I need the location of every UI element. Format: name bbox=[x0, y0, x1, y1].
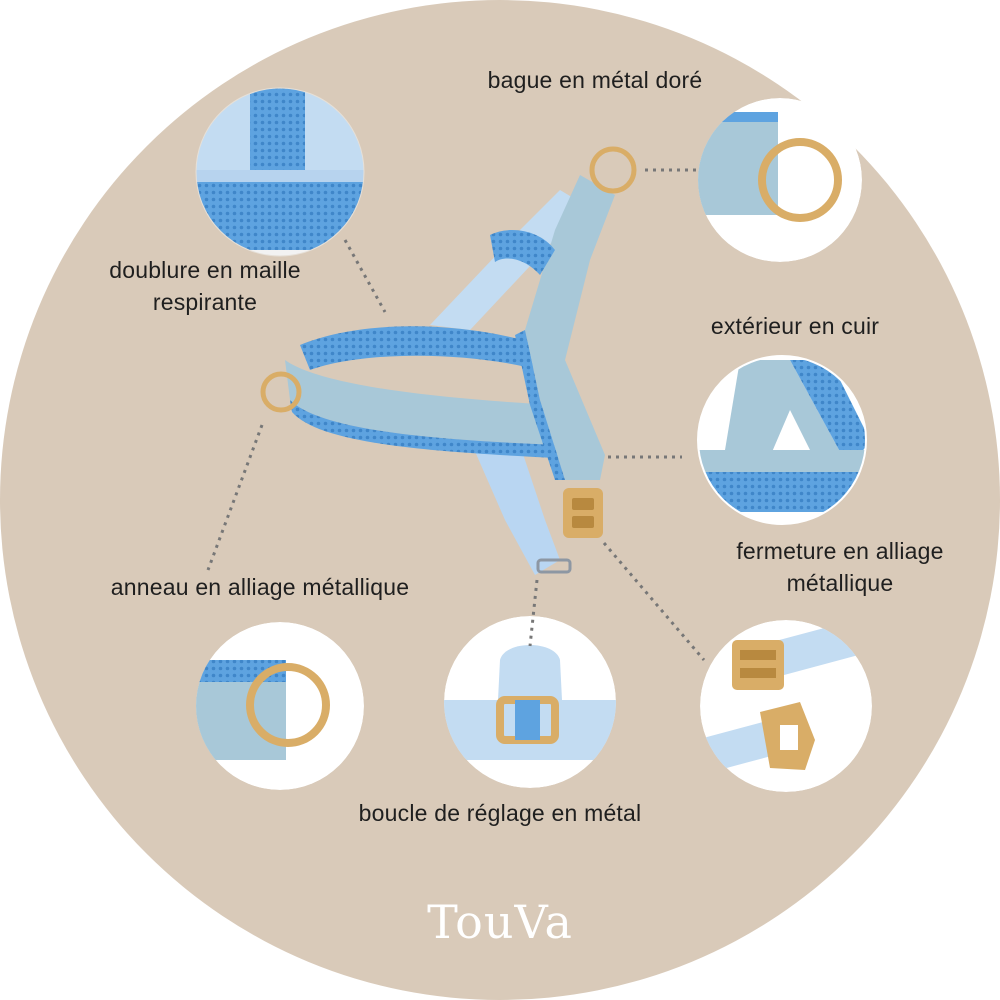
leather-exterior-detail-icon bbox=[698, 356, 866, 524]
dog-harness-icon bbox=[260, 146, 637, 575]
label-clasp-line1: fermeture en alliage bbox=[736, 538, 944, 564]
leader-line-d-ring bbox=[206, 424, 264, 571]
leader-lines bbox=[206, 168, 706, 661]
label-mesh-lining: doublure en maille respirante bbox=[60, 254, 350, 318]
label-leather-text: extérieur en cuir bbox=[710, 313, 880, 339]
label-gold-ring: bague en métal doré bbox=[440, 64, 750, 96]
leader-line-adjust bbox=[528, 579, 539, 647]
label-mesh-line1: doublure en maille bbox=[109, 257, 301, 283]
label-adjust-buckle: boucle de réglage en métal bbox=[300, 797, 700, 829]
leader-line-clasp bbox=[602, 542, 706, 661]
label-metal-clasp: fermeture en alliage métallique bbox=[690, 535, 990, 599]
adjust-buckle-detail-icon bbox=[444, 616, 616, 788]
label-mesh-line2: respirante bbox=[152, 289, 258, 315]
d-ring-detail-icon bbox=[196, 622, 364, 790]
mesh-lining-detail-icon bbox=[196, 88, 364, 256]
brand-logo: TouVa bbox=[427, 895, 573, 949]
label-d-ring-text: anneau en alliage métallique bbox=[110, 574, 410, 600]
label-clasp-line2: métallique bbox=[786, 570, 894, 596]
label-adjust-text: boucle de réglage en métal bbox=[358, 800, 642, 826]
gold-ring-detail-icon bbox=[698, 98, 862, 262]
leader-line-mesh bbox=[343, 239, 387, 313]
label-d-ring: anneau en alliage métallique bbox=[55, 571, 465, 603]
label-gold-ring-text: bague en métal doré bbox=[487, 67, 703, 93]
label-leather-exterior: extérieur en cuir bbox=[670, 310, 920, 342]
